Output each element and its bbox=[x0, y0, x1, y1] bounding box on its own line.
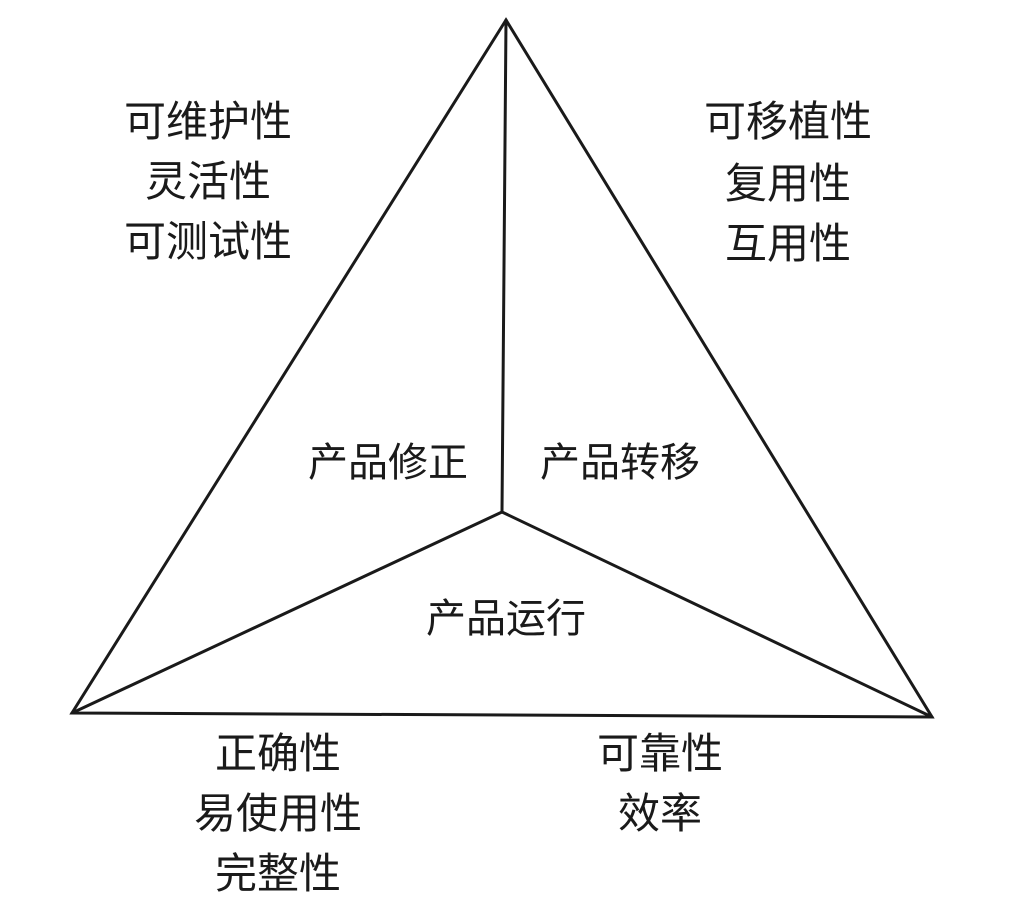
divider-top-to-center bbox=[500, 18, 508, 514]
region-label-product-operation: 产品运行 bbox=[426, 596, 586, 642]
factor-usability: 易使用性 bbox=[194, 789, 362, 838]
region-label-product-revision: 产品修正 bbox=[308, 440, 468, 486]
factor-maintainability: 可维护性 bbox=[124, 97, 292, 146]
region-label-product-transition: 产品转移 bbox=[540, 440, 700, 486]
factor-reliability: 可靠性 bbox=[597, 729, 723, 778]
factor-correctness: 正确性 bbox=[215, 729, 341, 778]
factor-testability: 可测试性 bbox=[124, 217, 292, 266]
outer-triangle bbox=[69, 17, 935, 719]
factor-flexibility: 灵活性 bbox=[145, 157, 271, 206]
divider-right-to-center bbox=[500, 510, 934, 719]
factor-reusability: 复用性 bbox=[725, 159, 851, 208]
factor-integrity: 完整性 bbox=[215, 849, 341, 898]
divider-left-to-center bbox=[70, 510, 504, 715]
factor-portability: 可移植性 bbox=[704, 97, 872, 146]
factor-interoperability: 互用性 bbox=[725, 219, 851, 268]
factor-efficiency: 效率 bbox=[618, 789, 702, 838]
